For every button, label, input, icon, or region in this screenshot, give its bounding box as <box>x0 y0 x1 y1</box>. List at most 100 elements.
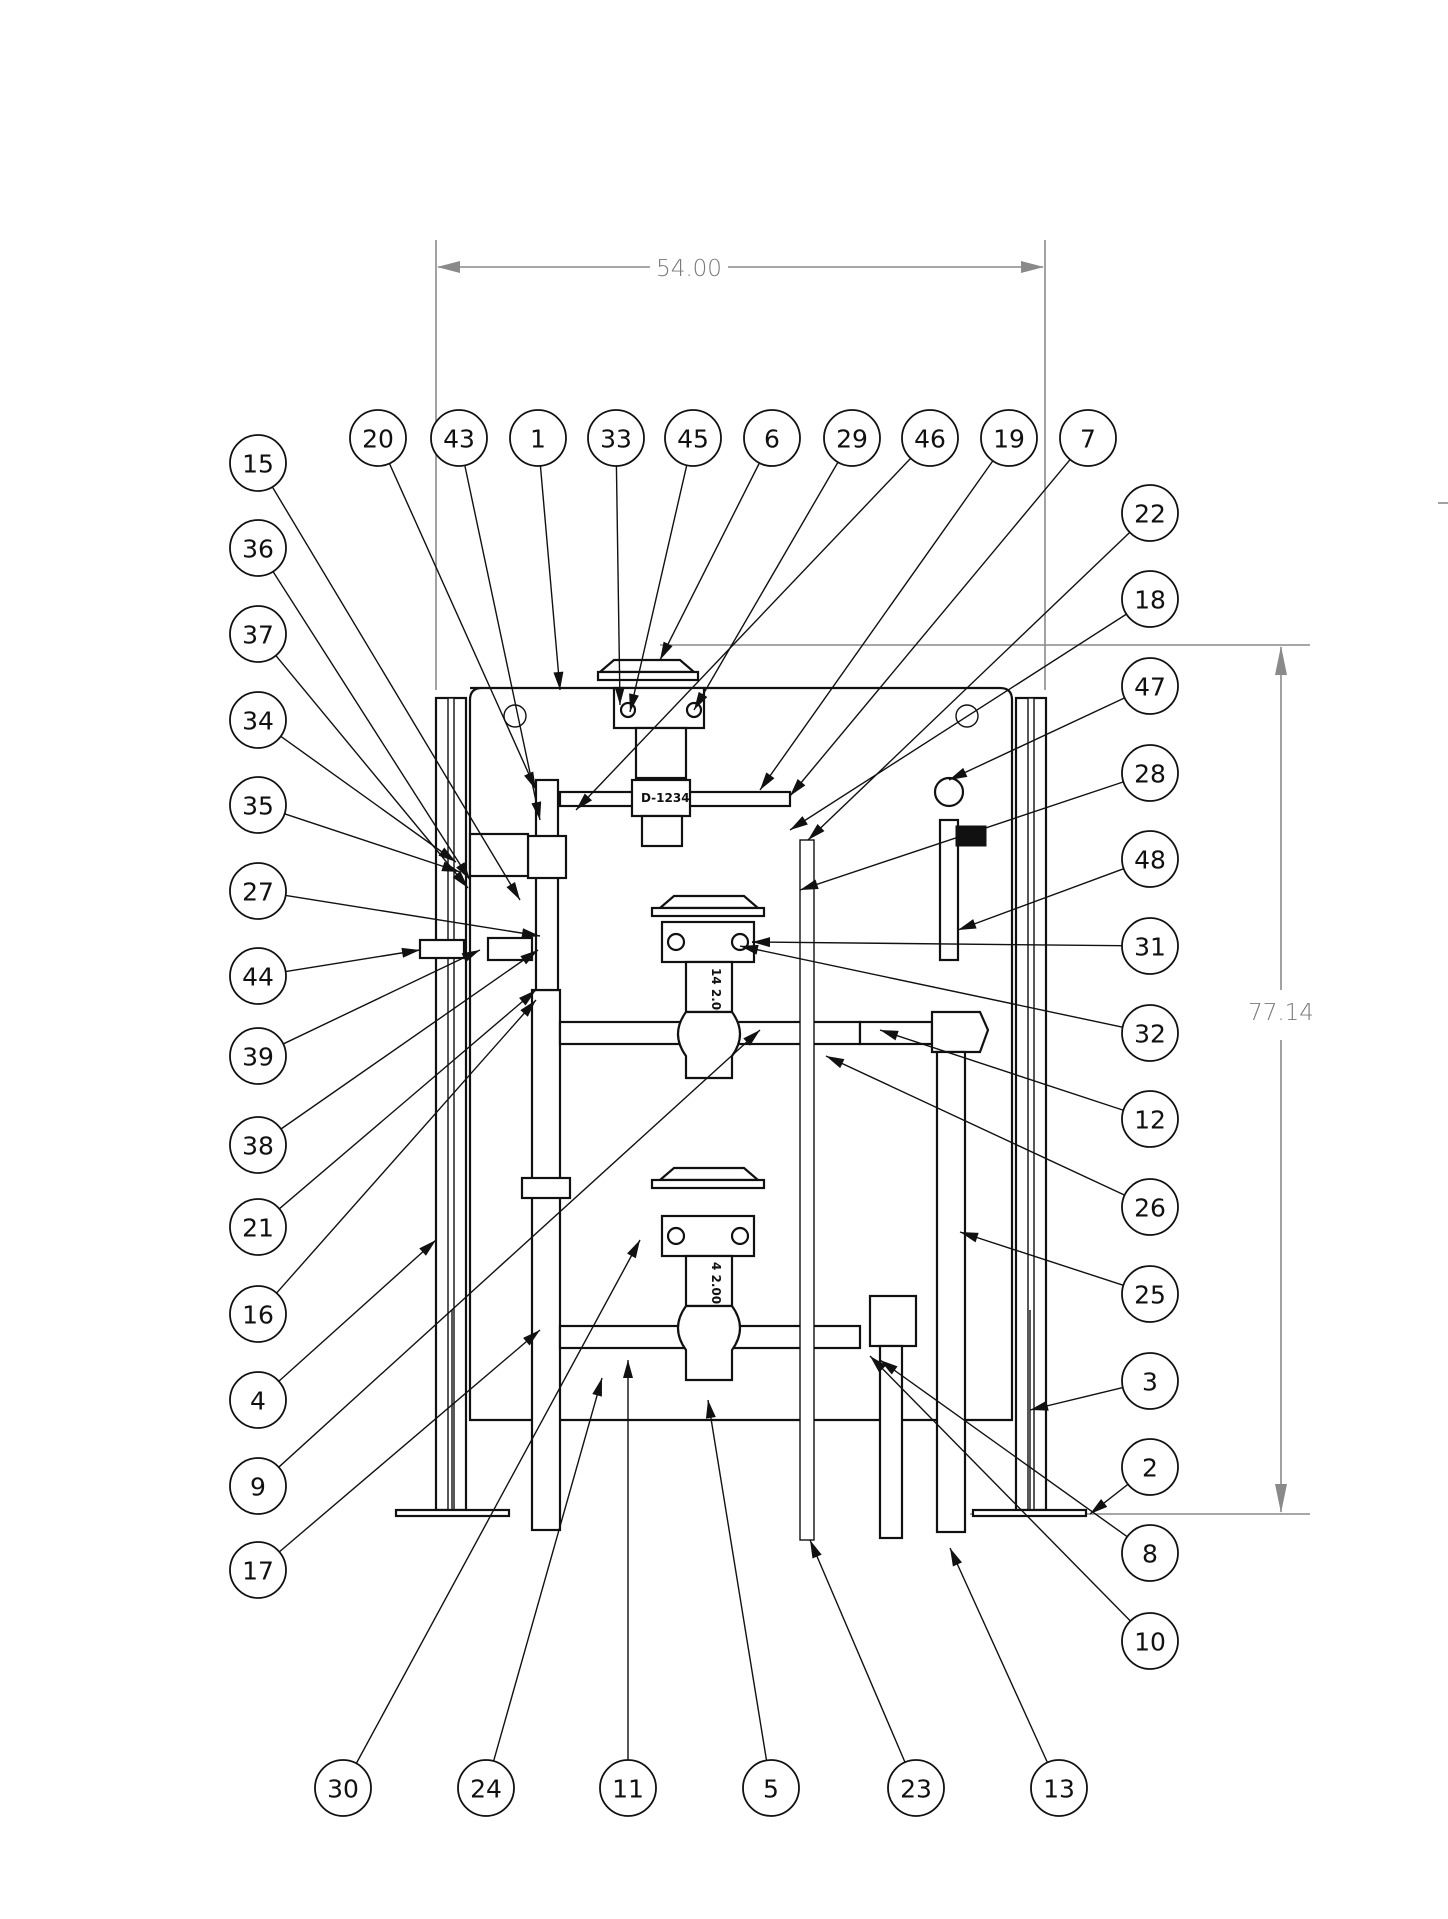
strainer-body <box>868 1294 918 1348</box>
leader-arrowhead-icon <box>553 671 564 690</box>
balloon-circle <box>1121 744 1179 802</box>
leader-line-item-23 <box>809 1539 906 1763</box>
leader-arrowhead-icon <box>592 1378 602 1397</box>
upper-actuator-rim <box>596 670 700 682</box>
item-balloon-18: 18 <box>1121 570 1179 628</box>
upper-actuator-diaphragm <box>597 658 697 674</box>
item-balloon-47: 47 <box>1121 657 1179 715</box>
leader-line-item-26 <box>825 1055 1125 1196</box>
item-balloon-38: 38 <box>229 1116 287 1174</box>
balloon-circle <box>1121 917 1179 975</box>
leader-arrowhead-icon <box>419 1240 436 1256</box>
leader-arrowhead-icon <box>456 862 470 880</box>
leader-arrowhead-icon <box>870 1356 887 1373</box>
item-balloon-39: 39 <box>229 1027 287 1085</box>
upper-positioner <box>634 726 688 780</box>
leader-arrowhead-icon <box>810 1540 822 1559</box>
upper-valve-bonnet <box>640 814 684 848</box>
balloon-number: 2 <box>1142 1454 1158 1483</box>
leader-arrowhead-icon <box>401 947 420 958</box>
leader-arrowhead-icon <box>519 990 536 1006</box>
item-balloon-19: 19 <box>980 409 1038 467</box>
balloon-number: 37 <box>242 621 274 650</box>
balloon-circle <box>1059 409 1117 467</box>
leader-arrowhead-icon <box>521 928 540 939</box>
item-balloon-11: 11 <box>599 1759 657 1817</box>
leader-arrowhead-icon <box>705 1400 716 1419</box>
balloon-circle <box>1121 1178 1179 1236</box>
leader-arrowhead-icon <box>629 693 639 712</box>
balloon-number: 16 <box>242 1301 274 1330</box>
leader-arrowhead-icon <box>949 767 968 780</box>
item-balloon-33: 33 <box>587 409 645 467</box>
balloon-number: 12 <box>1134 1106 1166 1135</box>
balloon-number: 18 <box>1134 586 1166 615</box>
lower-yoke-bolt-right <box>730 1226 750 1246</box>
item-balloon-7: 7 <box>1059 409 1117 467</box>
item-balloon-46: 46 <box>901 409 959 467</box>
leader-arrowhead-icon <box>523 1330 540 1346</box>
panel-hole-left <box>503 704 527 728</box>
leader-arrowhead-icon <box>790 778 806 796</box>
item-balloon-4: 4 <box>229 1371 287 1429</box>
balloon-circle <box>229 862 287 920</box>
balloon-circle <box>229 1198 287 1256</box>
leader-arrowhead-icon <box>752 937 771 948</box>
balloon-number: 22 <box>1134 500 1166 529</box>
balloon-number: 15 <box>242 450 274 479</box>
balloon-number: 20 <box>362 425 394 454</box>
balloon-circle <box>599 1759 657 1817</box>
balloon-number: 47 <box>1134 673 1166 702</box>
item-balloon-12: 12 <box>1121 1090 1179 1148</box>
item-balloon-23: 23 <box>887 1759 945 1817</box>
leader-line-item-46 <box>575 457 912 811</box>
right-upright-web <box>1027 697 1035 1511</box>
item-balloon-15: 15 <box>229 434 287 492</box>
lower-valve-neck <box>684 1254 734 1308</box>
balloon-circle <box>229 1457 287 1515</box>
leader-line-item-12 <box>879 1029 1124 1111</box>
solenoid-body <box>468 832 530 878</box>
leader-arrowhead-icon <box>808 823 825 840</box>
balloon-number: 44 <box>242 963 274 992</box>
leader-arrowhead-icon <box>452 870 468 888</box>
balloon-number: 21 <box>242 1214 274 1243</box>
item-balloon-22: 22 <box>1121 484 1179 542</box>
leader-line-item-34 <box>280 735 457 863</box>
upper-elbow <box>930 1010 990 1054</box>
leader-arrowhead-icon <box>740 944 759 955</box>
leader-line-item-28 <box>799 781 1124 891</box>
item-balloon-26: 26 <box>1121 1178 1179 1236</box>
item-balloon-36: 36 <box>229 519 287 577</box>
item-balloon-10: 10 <box>1121 1612 1179 1670</box>
lower-yoke-bolt-left <box>666 1226 686 1246</box>
item-balloon-16: 16 <box>229 1285 287 1343</box>
width-dimension: 54.00 <box>435 240 1046 690</box>
balloon-circle <box>664 409 722 467</box>
item-balloon-37: 37 <box>229 605 287 663</box>
leader-line-item-9 <box>278 1029 761 1468</box>
leader-arrowhead-icon <box>950 1548 962 1567</box>
item-balloon-35: 35 <box>229 776 287 834</box>
leader-arrowhead-icon <box>660 641 673 660</box>
leader-line-item-16 <box>276 999 537 1294</box>
gauge-cock <box>418 938 466 960</box>
mounting-panel <box>468 686 1014 1422</box>
leader-line-item-5 <box>707 1399 768 1761</box>
frame <box>394 686 1088 1518</box>
leader-line-item-8 <box>879 1359 1128 1538</box>
leader-arrowhead-icon <box>880 1360 898 1375</box>
item-balloon-48: 48 <box>1121 830 1179 888</box>
leader-arrowhead-icon <box>614 686 625 705</box>
lower-valve-marking: 4 2.00" <box>709 1262 723 1310</box>
balloon-circle <box>743 409 801 467</box>
lower-actuator-diaphragm <box>657 1166 761 1182</box>
item-balloon-32: 32 <box>1121 1004 1179 1062</box>
leader-arrowhead-icon <box>1090 1498 1108 1514</box>
leader-line-item-18 <box>789 613 1127 831</box>
leader-line-item-15 <box>271 486 521 901</box>
item-balloon-34: 34 <box>229 691 287 749</box>
balloon-circle <box>229 947 287 1005</box>
